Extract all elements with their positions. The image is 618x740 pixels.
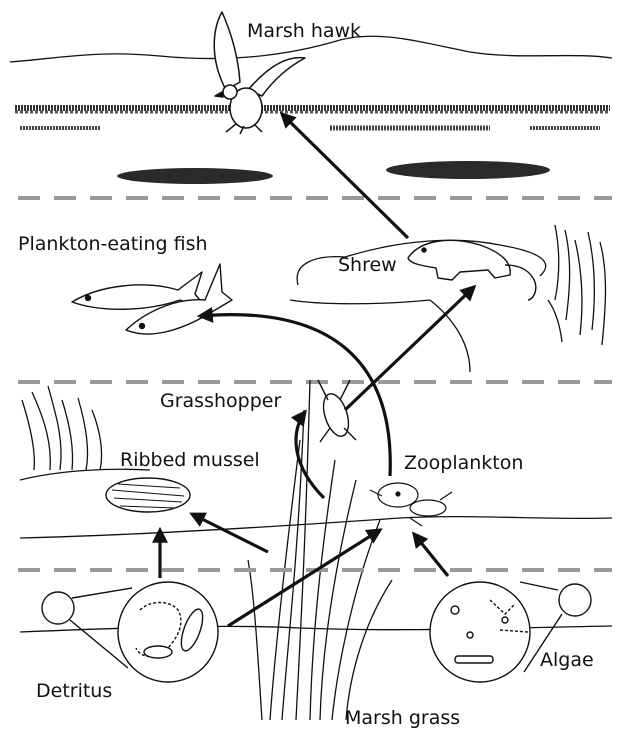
grass-cluster-left (22, 386, 102, 470)
label-shrew: Shrew (338, 254, 397, 276)
plankton-fish-icon (72, 264, 232, 334)
food-web-arrows (160, 114, 474, 626)
ribbed-mussel-icon (106, 478, 190, 512)
detritus-magnifier (42, 582, 218, 682)
grasshopper-icon (318, 380, 356, 442)
label-zooplankton: Zooplankton (404, 452, 523, 474)
label-marsh-hawk: Marsh hawk (247, 20, 361, 42)
arrow-shrew-to-hawk (282, 114, 408, 238)
label-detritus: Detritus (36, 680, 112, 702)
label-algae: Algae (540, 649, 594, 671)
label-marsh-grass: Marsh grass (345, 707, 460, 729)
label-ribbed-mussel: Ribbed mussel (120, 449, 260, 471)
label-plankton-fish: Plankton-eating fish (18, 233, 208, 255)
arrow-grass-to-mussel (192, 514, 268, 552)
arrow-grasshopper-to-shrew (345, 287, 474, 410)
marsh-grass-icon (248, 380, 392, 720)
label-grasshopper: Grasshopper (160, 390, 281, 412)
tall-grass-right (548, 225, 606, 345)
